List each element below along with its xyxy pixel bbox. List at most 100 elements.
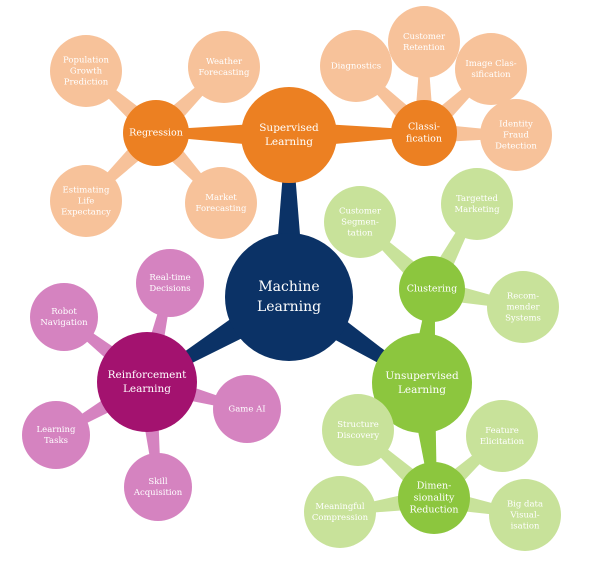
- leaf-dimred-2-bubble: [304, 476, 376, 548]
- leaf-regression-2-label: Estimating: [63, 186, 110, 196]
- leaf-classification-3-bubble: [480, 99, 552, 171]
- leaf-regression-1-label: Forecasting: [199, 68, 250, 78]
- leaf-reinforcement-1-bubble: [30, 283, 98, 351]
- leaf-classification-2-label: sification: [471, 70, 511, 80]
- leaf-classification-2-bubble: [455, 33, 527, 105]
- root-machine-learning-bubble: [225, 233, 353, 361]
- sub-classification-label: Classi-: [408, 122, 440, 133]
- leaf-reinforcement-3-bubble: [22, 401, 90, 469]
- branch-supervised-learning-label: Learning: [265, 136, 313, 148]
- leaf-classification-0-bubble: [320, 30, 392, 102]
- leaf-clustering-2-label: Systems: [505, 314, 541, 324]
- leaf-dimred-2-label: Meaningful: [315, 502, 365, 512]
- root-machine-learning-label: Learning: [257, 299, 321, 315]
- leaf-reinforcement-2-label: Game AI: [228, 405, 265, 415]
- leaf-classification-1-label: Customer: [403, 32, 446, 42]
- leaf-reinforcement-4-bubble: [124, 453, 192, 521]
- sub-classification-label: fication: [406, 134, 442, 145]
- leaf-regression-3-label: Forecasting: [196, 204, 247, 214]
- branch-reinforcement-learning-bubble: [97, 332, 197, 432]
- branch-supervised-learning-label: Supervised: [259, 122, 319, 134]
- leaf-reinforcement-2: Game AI: [213, 375, 281, 443]
- sub-dimensionality-reduction-label: Reduction: [410, 505, 459, 516]
- leaf-dimred-0-label: Structure: [337, 420, 379, 430]
- leaf-reinforcement-2-bubble: [213, 375, 281, 443]
- leaf-clustering-2-label: Recom-: [507, 292, 539, 302]
- leaf-dimred-1-label: Feature: [485, 426, 519, 436]
- leaf-regression-2-bubble: [50, 165, 122, 237]
- sub-clustering-label: Clustering: [407, 284, 458, 295]
- leaf-dimred-2-label: Compression: [312, 513, 369, 523]
- leaf-reinforcement-1-label: Navigation: [40, 318, 88, 328]
- leaf-reinforcement-0-label: Decisions: [149, 284, 190, 294]
- leaf-dimred-0-bubble: [322, 394, 394, 466]
- sub-clustering: Clustering: [399, 256, 465, 322]
- leaf-dimred-3-bubble: [489, 479, 561, 551]
- leaf-clustering-0-bubble: [324, 186, 396, 258]
- sub-regression-label: Regression: [129, 128, 183, 139]
- leaf-classification-2: Image Clas-sification: [455, 33, 527, 105]
- branch-reinforcement-learning-label: Learning: [123, 383, 171, 395]
- leaf-dimred-1-label: Elicitation: [480, 437, 525, 447]
- leaf-regression-2-label: Expectancy: [61, 208, 111, 218]
- leaf-classification-3-label: Fraud: [503, 131, 530, 141]
- leaf-regression-3-label: Market: [205, 193, 237, 203]
- leaf-classification-1-label: Retention: [403, 43, 446, 53]
- sub-regression: Regression: [123, 100, 189, 166]
- branch-reinforcement-learning-label: Reinforcement: [108, 369, 187, 381]
- leaf-clustering-0-label: tation: [347, 229, 373, 239]
- leaf-clustering-1-label: Targetted: [456, 194, 498, 204]
- leaf-regression-2-label: Life: [78, 197, 95, 207]
- leaf-dimred-0-label: Discovery: [337, 431, 380, 441]
- leaf-classification-3-label: Identity: [499, 120, 533, 130]
- leaf-clustering-0-label: Segmen-: [341, 218, 379, 228]
- leaf-regression-1-label: Weather: [206, 57, 243, 67]
- leaf-reinforcement-3-label: Tasks: [44, 436, 68, 446]
- leaf-reinforcement-1-label: Robot: [51, 307, 77, 317]
- leaf-dimred-1-bubble: [466, 400, 538, 472]
- branch-supervised-learning-bubble: [241, 87, 337, 183]
- leaf-dimred-3-label: Visual-: [509, 511, 539, 521]
- leaf-regression-0-label: Prediction: [64, 78, 109, 88]
- sub-dimensionality-reduction-label: Dimen-: [417, 481, 452, 492]
- leaf-regression-0-bubble: [50, 35, 122, 107]
- leaf-clustering-2-label: mender: [506, 303, 540, 313]
- leaf-clustering-1-label: Marketing: [454, 205, 500, 215]
- leaf-classification-1-bubble: [388, 6, 460, 78]
- sub-regression-bubble: [123, 100, 189, 166]
- leaf-reinforcement-0-label: Real-time: [149, 273, 190, 283]
- leaf-classification-0: Diagnostics: [320, 30, 392, 102]
- leaf-classification-0-label: Diagnostics: [331, 62, 381, 72]
- leaf-clustering-1-bubble: [441, 168, 513, 240]
- branch-unsupervised-learning-label: Unsupervised: [385, 370, 459, 382]
- leaf-classification-3-label: Detection: [495, 142, 537, 152]
- leaf-regression-1-bubble: [188, 31, 260, 103]
- branch-unsupervised-learning-bubble: [372, 333, 472, 433]
- sub-classification: Classi-fication: [391, 100, 457, 166]
- leaf-reinforcement-4-label: Skill: [148, 477, 167, 487]
- leaf-regression-3-bubble: [185, 167, 257, 239]
- branch-unsupervised-learning-label: Learning: [398, 384, 446, 396]
- leaf-regression-0-label: Population: [63, 56, 109, 66]
- leaf-clustering-0-label: Customer: [339, 207, 382, 217]
